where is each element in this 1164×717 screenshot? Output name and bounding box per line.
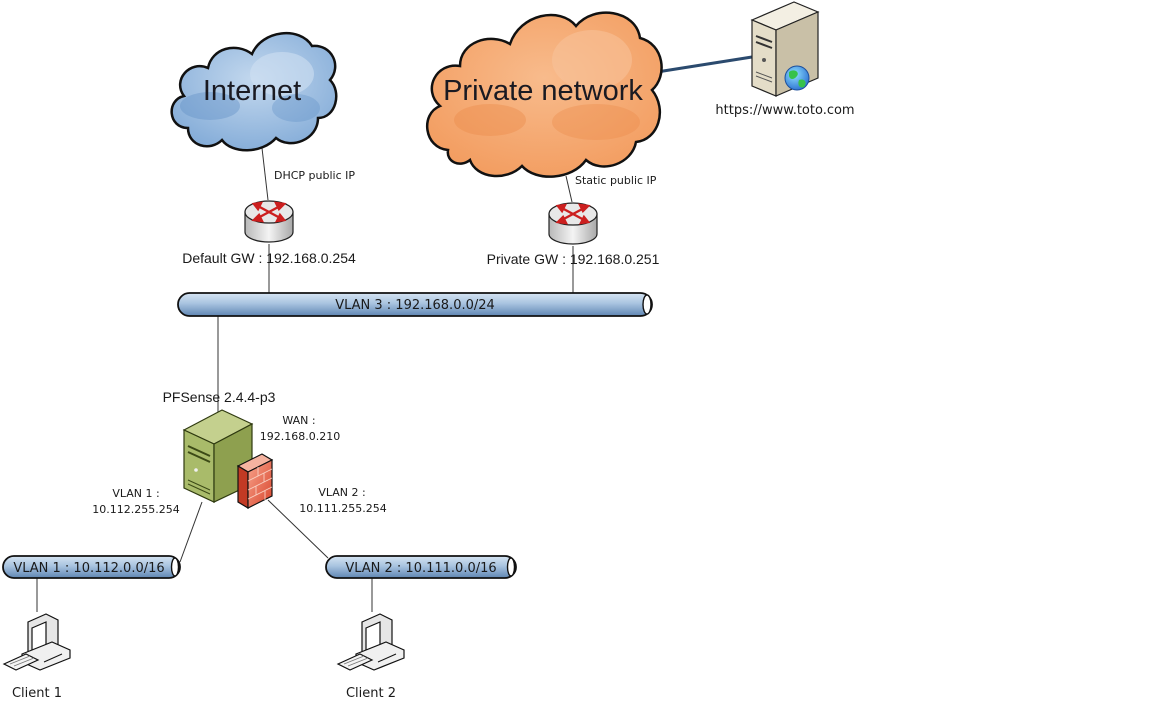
vlan3-segment[interactable]: VLAN 3 : 192.168.0.0/24 [177,292,653,317]
client-2-label: Client 2 [346,686,396,701]
private-network-cloud[interactable]: Private network [425,11,663,178]
cloud-shadow [180,92,240,120]
client-1[interactable]: Client 1 [2,613,71,701]
pfsense-firewall[interactable]: PFSense 2.4.4-p3 WAN : [92,389,386,516]
computer-icon [2,613,71,671]
wan-label: WAN : [282,414,315,427]
pfsense-label: PFSense 2.4.4-p3 [163,389,276,405]
cloud-shadow [272,94,320,122]
vlan1-gw-ip: 10.112.255.254 [92,503,179,516]
vlan1-segment[interactable]: VLAN 1 : 10.112.0.0/16 [2,555,181,579]
cloud-shadow [454,104,526,136]
default-gw-uplink-label: DHCP public IP [274,169,355,182]
link-pfsense-vlan1 [179,501,203,563]
pipe-body [325,555,517,579]
vlan2-gw-ip: 10.111.255.254 [299,502,386,515]
vlan2-segment[interactable]: VLAN 2 : 10.111.0.0/16 [325,555,517,579]
pipe-end [506,557,516,577]
vlan3-label: VLAN 3 : 192.168.0.0/24 [335,298,495,313]
vlan1-gw-label: VLAN 1 : [112,487,159,500]
link-private-webserver [656,55,753,74]
client-1-label: Client 1 [12,686,62,701]
pipe-body [177,292,653,317]
firewall-icon [236,453,274,510]
pipe-end [170,557,180,577]
client-2[interactable]: Client 2 [336,613,405,701]
cloud-shadow [552,104,640,140]
internet-label: Internet [203,75,301,107]
default-gateway-router[interactable]: DHCP public IP Default GW : 192.168.0.25… [182,169,356,266]
web-server[interactable]: https://www.toto.com [715,1,855,118]
globe-icon [784,65,810,91]
cloud-highlight [250,52,314,96]
private-network-label: Private network [443,75,643,107]
link-private-router [565,175,573,203]
private-gateway-router[interactable]: Static public IP Private GW : 192.168.0.… [487,174,660,267]
wan-ip: 192.168.0.210 [260,430,340,443]
pipe-end [642,294,652,315]
cloud-highlight [552,30,632,90]
vlan2-gw-label: VLAN 2 : [318,486,365,499]
web-server-url: https://www.toto.com [715,103,854,118]
router-icon [548,202,598,245]
link-internet-router [261,147,269,201]
links [36,55,753,612]
vlan2-label: VLAN 2 : 10.111.0.0/16 [345,561,496,576]
router-icon [244,200,294,243]
private-gw-uplink-label: Static public IP [575,174,657,187]
computer-icon [336,613,405,671]
private-gw-label: Private GW : 192.168.0.251 [487,251,660,267]
link-firewall-vlan2 [267,499,329,559]
default-gw-label: Default GW : 192.168.0.254 [182,250,356,266]
pipe-body [2,555,181,579]
internet-cloud[interactable]: Internet [170,32,338,152]
vlan1-label: VLAN 1 : 10.112.0.0/16 [13,561,164,576]
